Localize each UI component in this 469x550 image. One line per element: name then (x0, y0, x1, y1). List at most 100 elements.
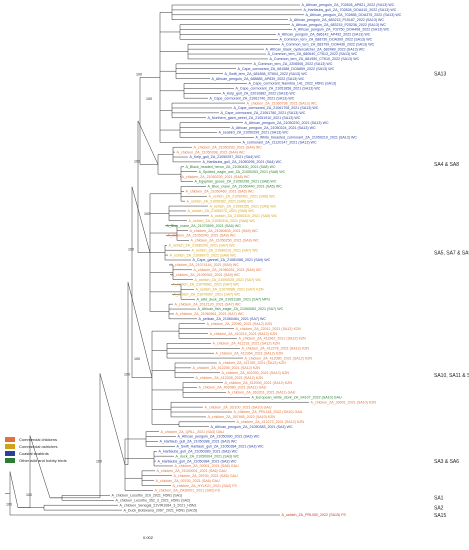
tip-label: A_chicken_ZA_21050250_2021 (SA9) WC (191, 239, 260, 243)
tip-label: A_chicken_ZA_ZA30001_2021 (SA2) FS (155, 489, 221, 493)
legend-item: Commercial chickens (5, 436, 67, 443)
legend-swatch (5, 437, 15, 442)
bootstrap-label: 100 (144, 212, 150, 216)
tip-label: A_African_black_oystercatcher_ZA_682489_… (266, 47, 366, 51)
tip-label: A_chicken_ZA_33001_2021 (SA10) KZN (311, 400, 377, 404)
tip-label: A_chicken_ZA_22090_2021 (SA12) KZN (207, 322, 273, 326)
clade-label: SA2 (434, 505, 444, 511)
tip-label: A_chicken_ZA_2012120_2021 (SA7) WC (175, 302, 242, 306)
tip-label: A_cormorant_ZA_21120147_2021 (SA13) WC (243, 141, 317, 145)
legend-swatch (5, 444, 15, 449)
tip-label: A_Cape_cormorant_ZA_21061740_2021 (SA13)… (210, 96, 295, 100)
tip-label: A_ostrich_ZA_21050262_2021 (SA5) WC (187, 199, 254, 203)
tip-label: A_African_penguin_ZA_702828_AP821_2022 (… (302, 3, 395, 7)
tip-label: A_chicken_ZA_22011_2021 (SA12) KZN (236, 327, 302, 331)
tip-label: A_chicken_ZA_21080251_2021 (SA9) WC (194, 268, 263, 272)
tip-label: A_chicken_ZA_411765_2021 (SA12) KZN (219, 361, 287, 365)
tip-label: A_chicken_ZA_402330_2021 (SA12) KZN (222, 371, 290, 375)
legend-label: Coastal seabirds (19, 451, 49, 456)
tip-label: A_African_penguin_ZA_686142_AP492_2022 (… (278, 33, 371, 37)
tip-label: A_African_penguin_ZA_21050390_2021 (SA3)… (178, 435, 261, 439)
tip-label: A_wild_duck_ZA_21051180_2021 (SA7) MPU (197, 297, 271, 301)
tip-label: A_Kelp_gull_ZA_22010882_2022 (SA13) WC (223, 91, 296, 95)
scale-bar (130, 528, 170, 532)
tip-label: A_chicken_Lesotho_310_2021_H5N1 (SA1) (112, 494, 183, 498)
bootstrap-label: 100 (146, 97, 152, 101)
tip-label: A_chicken_ZA_QRLL_2021 (SA3) GAU (161, 430, 225, 434)
tip-label: A_Hartlaubs_gull_ZA_21050295_2021 (SA4) … (203, 160, 283, 164)
tip-label: A_African_penguin_ZA_702858_DOA375_2022 … (306, 13, 402, 17)
tip-label: A_chicken_ZA_412255_2021 (SA12) KZN (193, 366, 261, 370)
tip-label: A_Cape_cormorant_ZA_681588_DOA859_2022 (… (238, 67, 335, 71)
tip-label: A_ostrich_ZA_21090025_2021 (SA7) WC (195, 278, 262, 282)
bootstrap-label: 100 (134, 357, 140, 361)
tip-label: A_chicken_ZA_PRL118_2022 (SA10) GAU (234, 410, 303, 414)
tip-label: A_African_penguin_ZA_21050383_2021 (SA3)… (211, 425, 294, 429)
legend-label: Other wild and hobby birds (19, 458, 67, 463)
tip-label: A_chicken_ZA_412080_2021 (SA12) KZN (245, 356, 313, 360)
tip-label: A_chicken_ZA_412272_2021 (SA12) KZN (237, 420, 305, 424)
tip-label: A_chicken_ZA_21050398_2021 (SA4) WC (177, 150, 246, 154)
bootstrap-label: 100 (124, 373, 130, 377)
tip-label: A_African_penguin_ZA_683215_P15187_2022 … (290, 18, 385, 22)
tip-labels: A_African_penguin_ZA_702828_AP821_2022 (… (112, 3, 402, 517)
tip-label: A_chicken_ZA_00700_2021 (SA6) GAU (156, 479, 221, 483)
tree-branches (5, 4, 309, 516)
tip-label: A_Swift_Hartlaub_gull_ZA_21050384_2021 (… (177, 445, 265, 449)
tip-label: A_African_penguin_ZA_702750_DOA408_2022 … (294, 28, 390, 32)
branch (127, 282, 153, 378)
tip-label: A_ostrich_ZA_21050272_2021 (SA5) WC (188, 209, 255, 213)
tip-label: A_African_penguin_ZA_683215_P25236_2022 … (292, 23, 387, 27)
tip-label: A_chicken_ZA_411562_2021 (SA12) KZN (239, 337, 307, 341)
tip-label: A_chicken_ZA_412328_2021 (SA12) KZN (196, 376, 264, 380)
tip-label: A_chicken_ZA_411218_2021 (SA12) KZN (213, 342, 281, 346)
branch (29, 435, 51, 498)
bootstrap-label: 100 (96, 460, 102, 464)
clade-label: SA5, SA7 & SA9 (434, 250, 469, 256)
branch (131, 186, 151, 253)
tip-label: A_chicken_ZA_21050230_2021 (SA8) WC (182, 175, 251, 179)
tip-label: A_Egyptian_goose_ZA_21050296_2021 (SA8) … (195, 180, 277, 184)
tip-label: A_ostrich_ZA_21050491_2021 (SA5) WC (209, 194, 276, 198)
tip-label: A_chicken_ZA_21050460_2021 (SA5) WC (186, 190, 255, 194)
tip-label: A_ostrich_ZA_21050310_2021 (SA5) WC (211, 214, 278, 218)
tip-label: A_Black_headed_heron_ZA_21050430_2021 (S… (186, 165, 277, 169)
tip-label: A_Spotted_eagle_owl_ZA_21050263_2021 (SA… (199, 170, 286, 174)
tip-label: A_chicken_ZA_21050240_2021 (SA9) WC (168, 234, 237, 238)
tip-label: A_Hartlaubs_gull_ZA_21050384_2021 (SA3) … (158, 459, 238, 463)
tip-label: A_European_white_stork_ZA_S4107_2022 (SA… (252, 396, 343, 400)
tip-label: A_duck_ZA_21050004_2021 (SA3) WC (176, 454, 240, 458)
tip-label: A_chicken_ZA_21074144_2021 (SA9) WC (171, 263, 240, 267)
tip-label: A_Hartlaub_gull_ZA_21050388_2021 (SA3) W… (160, 440, 238, 444)
tip-label: A_Blue_crane_ZA_21070599_2021 (SA5) WC (167, 224, 242, 228)
tip-label: A_chicken_ZA_402080_2021 (SA11) GAU (199, 386, 267, 390)
legend-item: Commercial ostriches (5, 443, 67, 450)
tip-label: A_chicken_ZA_21060561_2021 (SA7) WC (176, 312, 245, 316)
tip-label: A_ostrich_ZA_21050316_2021 (SA5) WC (189, 219, 256, 223)
tip-label: A_Common_tern_ZA_2206506_2022 (SA13) WC (254, 62, 333, 66)
bootstrap-label: 100 (134, 159, 140, 163)
tip-label: A_ostrich_ZA_21070088_2021 (SA7) KZN (196, 288, 264, 292)
tip-label: A_Hartlaubs_gull_ZA_21050389_2021 (SA3) … (159, 449, 239, 453)
tip-label: A_Common_tern_ZA_681950_CT610_2022 (SA13… (270, 57, 360, 61)
tip-label: A_Cape_cormorant_ZA_21051858_2021 (SA13)… (236, 87, 321, 91)
tip-label: A_Northern_giant_petrel_ZA_21051910_2021… (208, 116, 301, 120)
clade-label: SA15 (434, 513, 446, 519)
branch (99, 373, 126, 465)
bootstrap-label: 100 (6, 503, 12, 507)
clade-label: SA4 & SA8 (434, 162, 459, 168)
tip-label: A_chicken_ZA_00001_2021 (SA6) GAU (175, 464, 240, 468)
tip-label: A_chicken_ZA_21050293_2021 (SA4) WC (194, 145, 263, 149)
tip-label: A_Common_tern_ZA_680640_CT613_2022 (SA13… (268, 52, 358, 56)
tip-label: A_ostrich_ZA_PRL000_2022 (SA15) FS (282, 513, 347, 517)
tip-label: A_Common_tern_ZA_688730_DOA309_2022 (SA1… (280, 38, 373, 42)
tip-label: A_chicken_ZA_21060605_2021 (SA9) WC (190, 229, 259, 233)
tip-label: A_ostrich_ZA_21080200_2021 (SA7) WC (169, 243, 236, 247)
tip-label: A_Hartlaubs_gull_ZA_702828_DOA410_2022 (… (304, 8, 397, 12)
clade-label: SA3 & SA6 (434, 459, 459, 465)
legend-item: Coastal seabirds (5, 450, 67, 457)
tip-label: A_ostrich_ZA_21070067_2021 (SA7) WC (174, 293, 241, 297)
